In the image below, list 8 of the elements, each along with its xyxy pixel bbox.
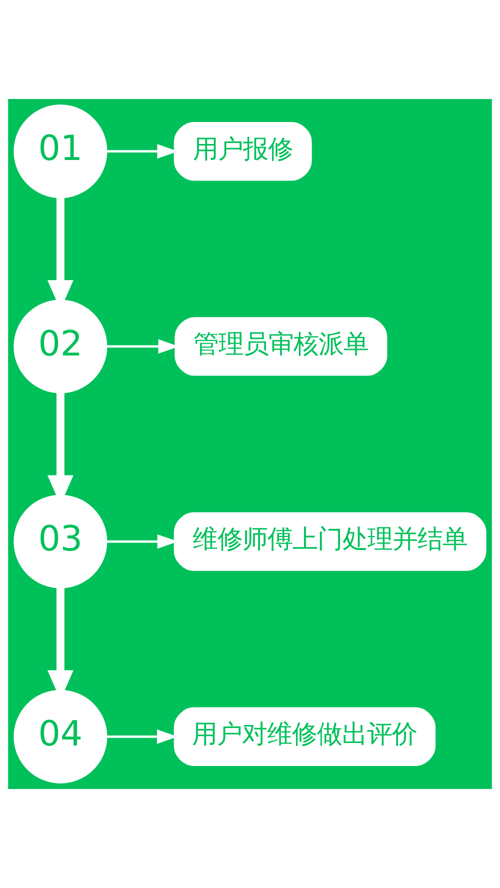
node-circle: 01 xyxy=(14,104,108,198)
node-box: 管理员审核派单 xyxy=(174,317,388,376)
node-box: 用户对维修做出评价 xyxy=(174,707,436,766)
node-circle: 03 xyxy=(14,494,108,588)
node-circle: 04 xyxy=(14,690,108,784)
node-circle: 02 xyxy=(14,300,108,394)
node-box: 维修师傅上门处理并结单 xyxy=(174,512,486,571)
node-box: 用户报修 xyxy=(174,122,312,181)
